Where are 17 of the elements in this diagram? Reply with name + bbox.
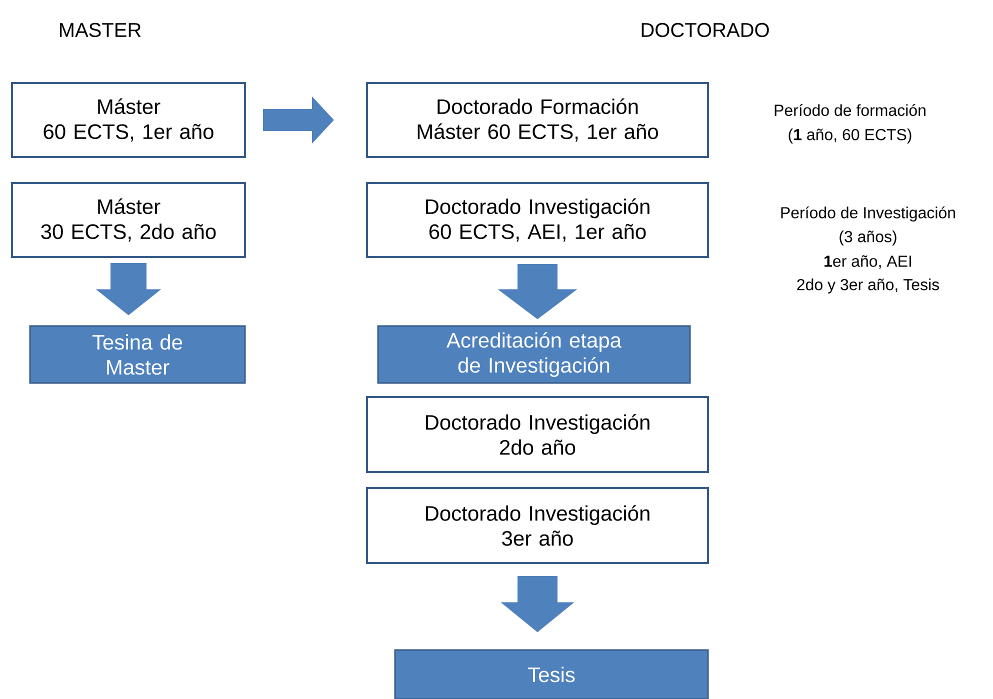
side-note: Período de Investigación [781,206,955,222]
side-note: 2do y 3er año, Tesis [797,278,940,294]
side-note: Período de formación [774,104,926,116]
process-box: Doctorado Investigación 2do año [366,396,709,473]
highlight-box: Tesis [394,649,709,699]
side-note: 1er año, AEI [824,255,911,269]
column-heading: MASTER [60,22,141,38]
column-heading: DOCTORADO [642,22,769,38]
process-box: Máster 30 ECTS, 2do año [11,182,246,258]
side-note: (1 año, 60 ECTS) [788,128,912,144]
process-box: Doctorado Formación Máster 60 ECTS, 1er año [366,82,709,158]
highlight-box: Acreditación etapa de Investigación [377,325,691,384]
process-box: Máster 60 ECTS, 1er año [11,82,246,158]
process-box: Doctorado Investigación 60 ECTS, AEI, 1er año [366,182,709,258]
side-note: (3 años) [840,230,896,246]
process-box: Doctorado Investigación 3er año [366,487,709,564]
highlight-box: Tesina de Master [29,325,246,384]
